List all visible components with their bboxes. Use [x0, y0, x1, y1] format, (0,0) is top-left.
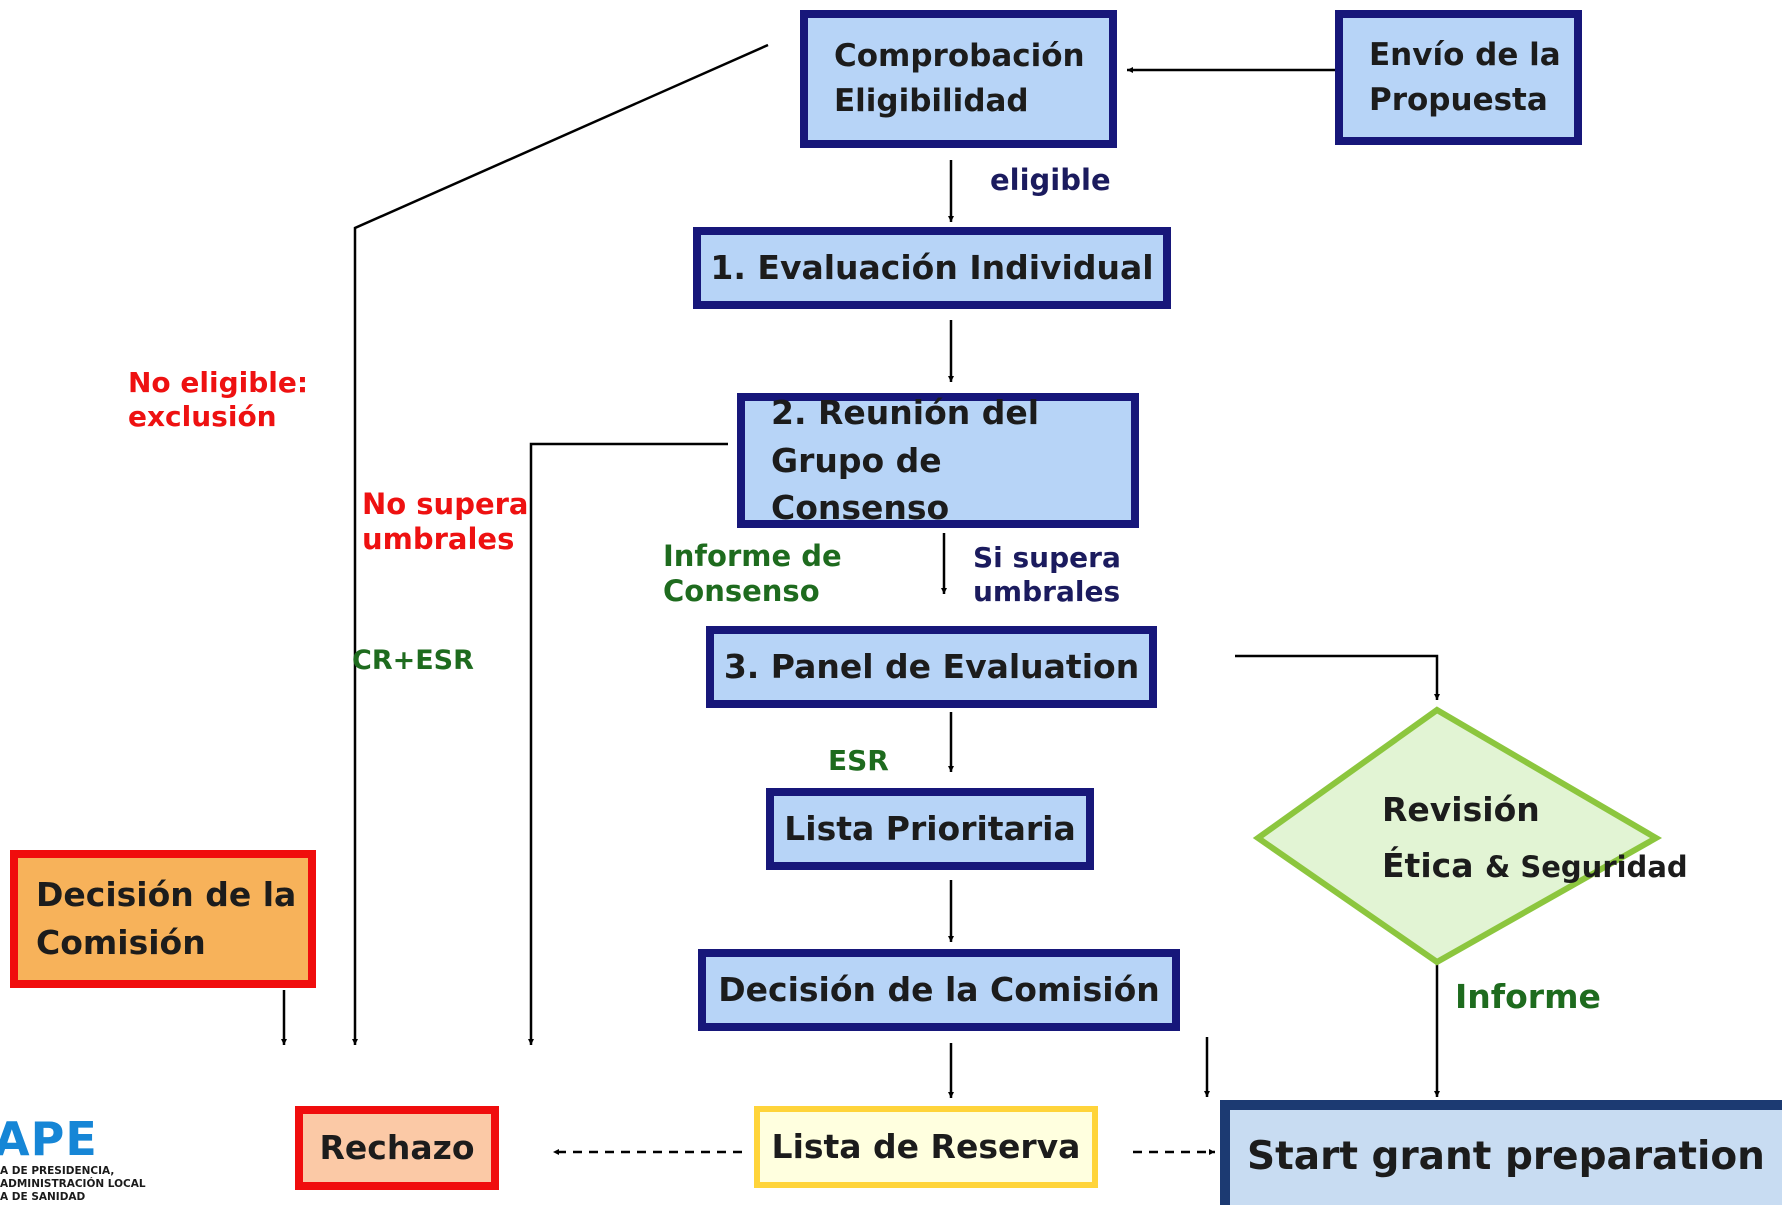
- line-no-supera: [528, 442, 728, 1045]
- label-informe-consenso: Informe de Consenso: [663, 539, 842, 610]
- ethics-main: Ética: [1382, 846, 1474, 885]
- comprobacion-eligibilidad-box: Comprobación Eligibilidad: [800, 10, 1117, 148]
- logo-ape: APE: [0, 1112, 98, 1166]
- lista-prioritaria-box: Lista Prioritaria: [766, 788, 1094, 870]
- decision-center-label: Decisión de la Comisión: [718, 970, 1160, 1010]
- label-si-supera: Si supera umbrales: [973, 541, 1121, 609]
- decision-comision-left-box: Decisión de la Comisión: [10, 850, 316, 988]
- logo-line-1: A DE PRESIDENCIA,: [0, 1165, 115, 1177]
- decision-left-line-1: Decisión de la: [36, 875, 297, 915]
- no-supera-line-2: umbrales: [362, 522, 515, 557]
- start-label: Start grant preparation: [1247, 1134, 1765, 1180]
- logo-line-3: A DE SANIDAD: [0, 1191, 86, 1203]
- logo-line-2: ADMINISTRACIÓN LOCAL: [0, 1178, 146, 1190]
- ethics-line-2: Ética & Seguridad: [1382, 846, 1688, 885]
- envio-line-2: Propuesta: [1369, 81, 1548, 118]
- lista-reserva-box: Lista de Reserva: [754, 1106, 1098, 1188]
- ethics-line-1: Revisión: [1382, 790, 1540, 829]
- evaluacion-individual-box: 1. Evaluación Individual: [693, 227, 1171, 309]
- start-grant-preparation-box: Start grant preparation: [1220, 1100, 1782, 1205]
- envio-line-1: Envío de la: [1369, 36, 1561, 73]
- rechazo-label: Rechazo: [319, 1128, 475, 1168]
- line-no-eligible: [352, 43, 769, 1045]
- no-eligible-line-1: No eligible:: [128, 366, 309, 399]
- ethics-small: & Seguridad: [1484, 850, 1688, 884]
- rechazo-box: Rechazo: [295, 1106, 499, 1190]
- comprobacion-line-2: Eligibilidad: [834, 83, 1029, 119]
- comprobacion-line-1: Comprobación: [834, 38, 1085, 75]
- reserva-label: Lista de Reserva: [771, 1127, 1081, 1167]
- informe-consenso-line-2: Consenso: [663, 574, 820, 609]
- line-panel-to-ethics: [1235, 654, 1440, 700]
- reunion-grupo-consenso-box: 2. Reunión del Grupo de Consenso: [737, 393, 1139, 528]
- si-supera-line-1: Si supera: [973, 541, 1121, 574]
- reunion-line-2: Grupo de Consenso: [771, 440, 950, 528]
- label-esr: ESR: [828, 744, 889, 777]
- si-supera-line-2: umbrales: [973, 575, 1121, 609]
- no-supera-line-1: No supera: [362, 487, 529, 521]
- decision-left-line-2: Comisión: [36, 923, 206, 962]
- decision-comision-center-box: Decisión de la Comisión: [698, 949, 1180, 1031]
- panel-evaluation-box: 3. Panel de Evaluation: [706, 626, 1157, 708]
- panel-label: 3. Panel de Evaluation: [723, 647, 1140, 687]
- no-eligible-line-2: exclusión: [128, 400, 277, 434]
- evaluacion-label: 1. Evaluación Individual: [710, 248, 1154, 288]
- envio-propuesta-box: Envío de la Propuesta: [1335, 10, 1582, 145]
- label-no-supera: No supera umbrales: [362, 487, 529, 558]
- label-no-eligible: No eligible: exclusión: [128, 366, 308, 434]
- reunion-line-1: 2. Reunión del: [771, 392, 1040, 432]
- ethics-diamond: [1252, 706, 1663, 966]
- label-informe: Informe: [1455, 977, 1601, 1016]
- lista-prioritaria-label: Lista Prioritaria: [784, 809, 1076, 849]
- informe-consenso-line-1: Informe de: [663, 539, 842, 573]
- label-eligible: eligible: [990, 163, 1111, 197]
- label-cr-esr: CR+ESR: [352, 645, 474, 676]
